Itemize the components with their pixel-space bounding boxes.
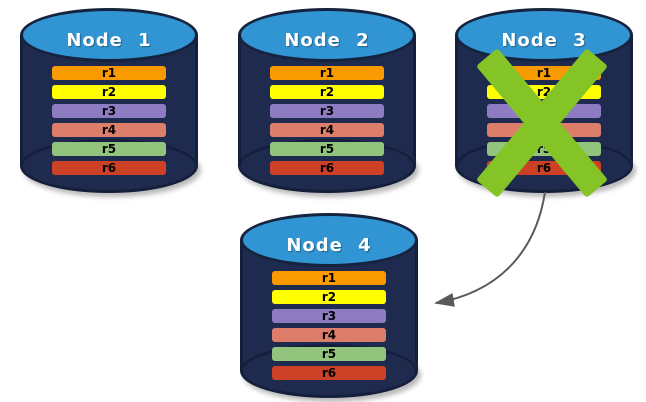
row-r4: r4 — [52, 123, 166, 137]
row-r5: r5 — [272, 347, 386, 361]
node-label: Node 1 — [66, 29, 152, 51]
row-r6: r6 — [52, 161, 166, 175]
node-2-cylinder: Node 2 r1 r2 r3 r4 r5 r6 — [238, 8, 416, 193]
row-r1: r1 — [270, 66, 384, 80]
record-rows: r1 r2 r3 r4 r5 r6 — [52, 66, 166, 180]
row-r4: r4 — [272, 328, 386, 342]
node-4-cylinder: Node 4 r1 r2 r3 r4 r5 r6 — [240, 213, 418, 398]
row-r3: r3 — [272, 309, 386, 323]
node-1-cylinder: Node 1 r1 r2 r3 r4 r5 r6 — [20, 8, 198, 193]
node-label: Node 4 — [286, 234, 372, 256]
cylinder-top: Node 4 — [240, 213, 418, 267]
row-r6: r6 — [270, 161, 384, 175]
cylinder-top: Node 3 — [455, 8, 633, 62]
arrow-curve — [434, 191, 546, 307]
record-rows: r1 r2 r3 r4 r5 r6 — [272, 271, 386, 385]
cylinder-top: Node 1 — [20, 8, 198, 62]
cylinder-top: Node 2 — [238, 8, 416, 62]
row-r3: r3 — [270, 104, 384, 118]
row-r4: r4 — [270, 123, 384, 137]
record-rows: r1 r2 r3 r4 r5 r6 — [270, 66, 384, 180]
row-r2: r2 — [272, 290, 386, 304]
row-r5: r5 — [52, 142, 166, 156]
row-r2: r2 — [52, 85, 166, 99]
row-r5: r5 — [270, 142, 384, 156]
row-r2: r2 — [270, 85, 384, 99]
row-r3: r3 — [52, 104, 166, 118]
row-r1: r1 — [272, 271, 386, 285]
node-label: Node 2 — [284, 29, 370, 51]
row-r1: r1 — [52, 66, 166, 80]
node-3-cylinder: Node 3 r1 r2 r3 r4 r5 r6 — [455, 8, 633, 198]
node-label: Node 3 — [501, 29, 587, 51]
row-r6: r6 — [272, 366, 386, 380]
